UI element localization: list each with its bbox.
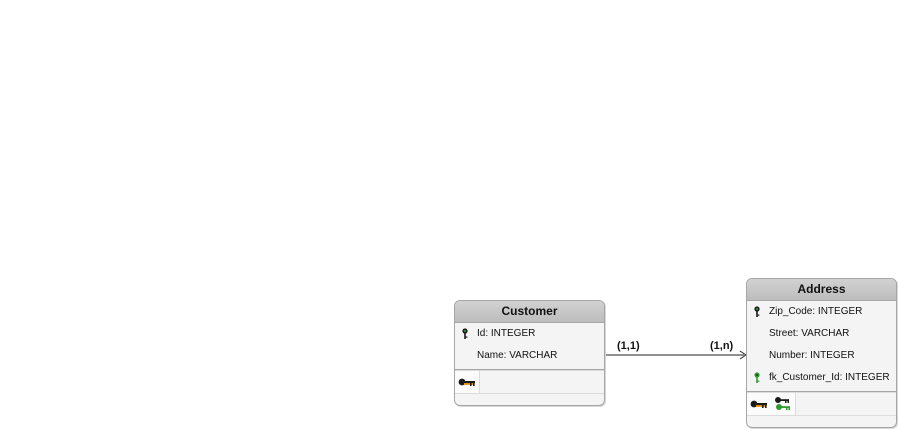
attribute-label: Zip_Code: INTEGER — [769, 306, 863, 317]
attribute-row[interactable]: Id: INTEGER — [455, 323, 604, 345]
entity-title: Customer — [455, 301, 604, 323]
primary-key-icon — [462, 328, 468, 339]
key-orange-icon — [458, 378, 475, 386]
index-cell[interactable] — [747, 393, 772, 415]
attribute-label: fk_Customer_Id: INTEGER — [769, 372, 890, 383]
entity-customer[interactable]: Customer Id: INTEGER Name: VARCHAR — [454, 300, 605, 406]
attribute-label: Id: INTEGER — [477, 328, 536, 339]
key-orange-icon — [750, 400, 767, 408]
index-row — [747, 393, 896, 416]
attribute-row[interactable]: Number: INTEGER — [747, 345, 896, 367]
section-divider — [455, 369, 604, 371]
entity-title: Address — [747, 279, 896, 301]
index-cell[interactable] — [455, 371, 480, 393]
attribute-label: Name: VARCHAR — [477, 350, 558, 361]
entity-address[interactable]: Address Zip_Code: INTEGER Street: VARCHA… — [746, 278, 897, 428]
attribute-row[interactable]: Zip_Code: INTEGER — [747, 301, 896, 323]
attribute-row[interactable]: fk_Customer_Id: INTEGER — [747, 367, 896, 389]
index-cell[interactable] — [771, 393, 796, 415]
cardinality-from-label: (1,1) — [617, 340, 640, 352]
attribute-row[interactable]: Name: VARCHAR — [455, 345, 604, 367]
index-row — [455, 371, 604, 394]
attribute-row[interactable]: Street: VARCHAR — [747, 323, 896, 345]
foreign-key-icon — [754, 372, 760, 383]
attribute-label: Street: VARCHAR — [769, 328, 850, 339]
cardinality-to-label: (1,n) — [710, 340, 734, 352]
primary-key-icon — [754, 306, 760, 317]
key-pair-green-icon — [775, 397, 790, 410]
attribute-label: Number: INTEGER — [769, 350, 855, 361]
section-divider — [747, 391, 896, 393]
